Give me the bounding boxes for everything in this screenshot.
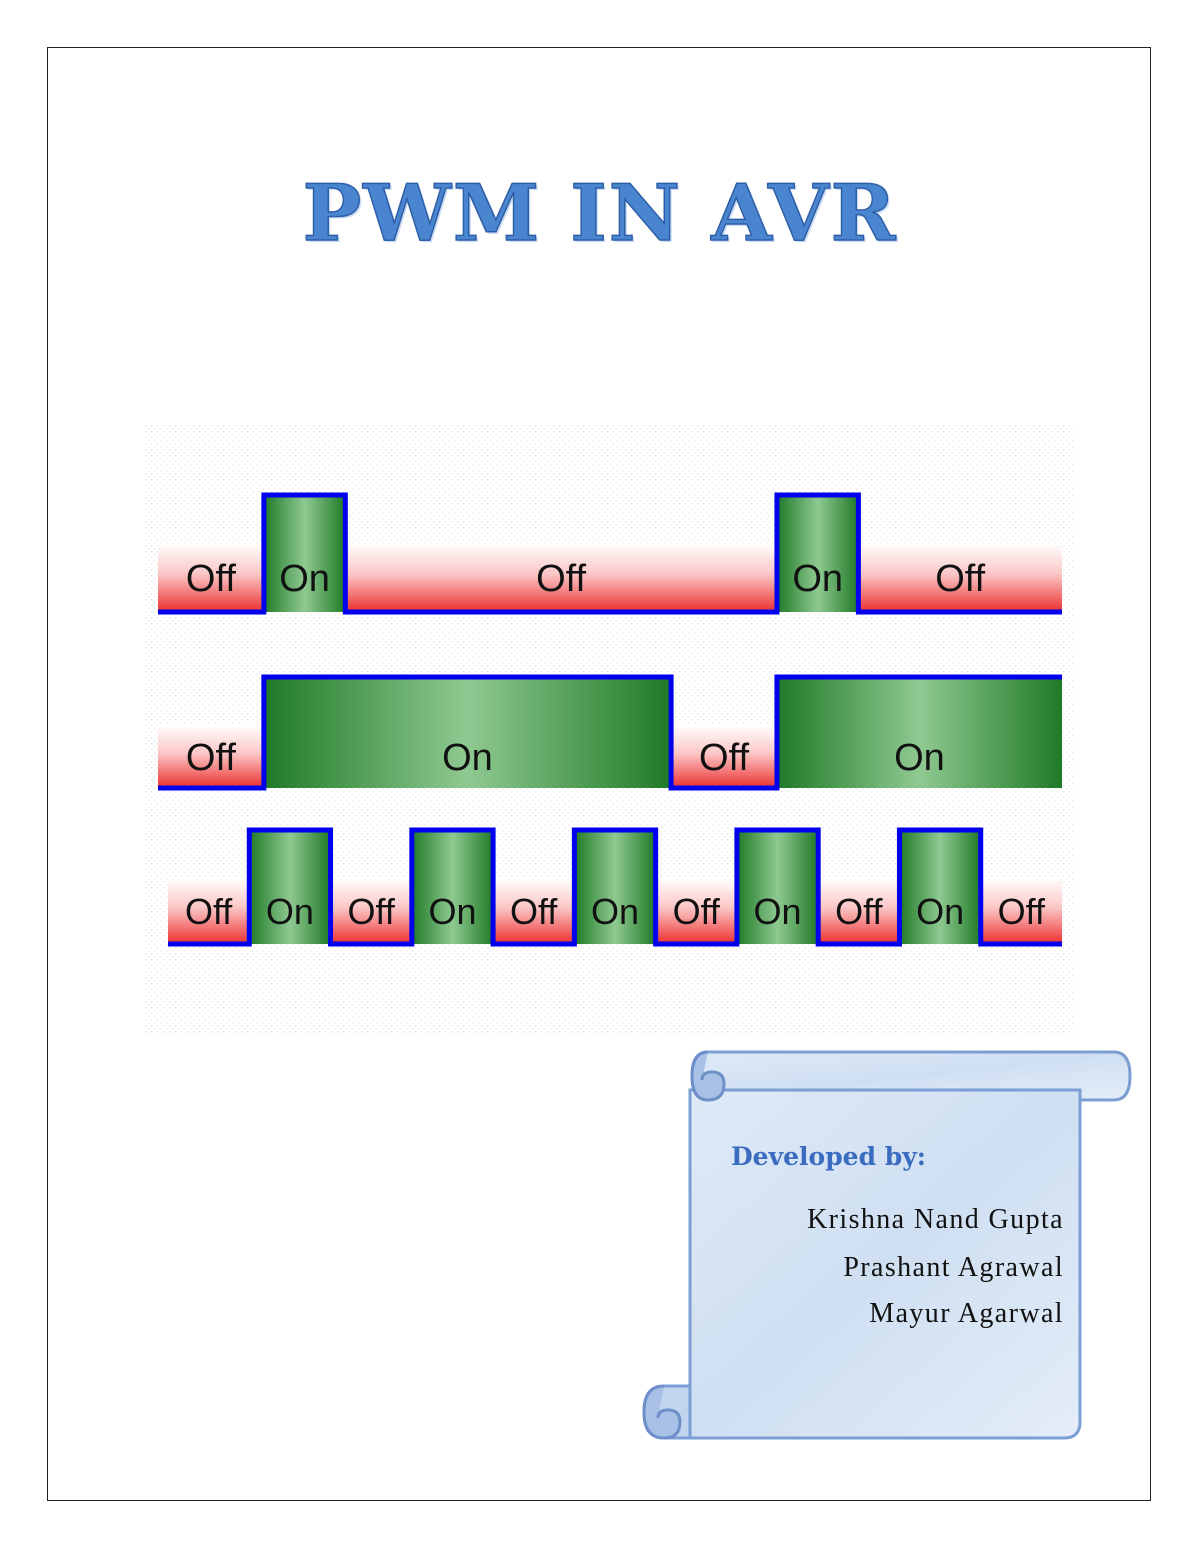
pwm-signal-line: [158, 674, 1062, 791]
pwm-on-segment: [736, 830, 819, 944]
pwm-on-segment: [411, 830, 494, 944]
pwm-off-segment: [158, 725, 264, 788]
pwm-segment-label: On: [916, 891, 964, 932]
pwm-off-segment: [655, 878, 737, 944]
pwm-segment-label: On: [442, 737, 493, 779]
pwm-signal-line: [168, 827, 1062, 947]
pwm-off-segment: [345, 543, 777, 612]
pwm-segment-label: Off: [935, 558, 985, 600]
pwm-segment-label: On: [894, 737, 945, 779]
pwm-signal-line: [158, 492, 1062, 615]
pwm-off-segment: [330, 878, 412, 944]
pwm-row: Off On Off On Off: [158, 492, 1062, 615]
pwm-segment-label: On: [792, 558, 843, 600]
pwm-on-segment: [776, 677, 1062, 788]
pwm-off-segment: [158, 543, 264, 612]
pwm-segment-label: Off: [185, 891, 233, 932]
pwm-off-segment: [858, 543, 1062, 612]
pwm-segment-label: Off: [510, 891, 558, 932]
pwm-off-segment: [980, 878, 1062, 944]
pwm-off-segment: [671, 725, 777, 788]
pwm-off-segment: [818, 878, 900, 944]
pwm-off-segment: [168, 878, 250, 944]
pwm-segment-label: Off: [998, 891, 1046, 932]
pwm-segment-label: Off: [699, 737, 749, 779]
pwm-segment-label: Off: [673, 891, 721, 932]
author-name: Prashant Agrawal: [843, 1252, 1064, 1283]
credits-scroll: Developed by: Krishna Nand Gupta Prashan…: [640, 1050, 1132, 1442]
pwm-on-segment: [263, 677, 672, 788]
pwm-segment-label: On: [591, 891, 639, 932]
pwm-segment-label: On: [266, 891, 314, 932]
pwm-on-segment: [574, 830, 656, 944]
pwm-segment-label: Off: [186, 558, 236, 600]
pwm-segment-label: On: [754, 891, 802, 932]
pwm-off-segment: [493, 878, 575, 944]
pwm-row: Off On Off On Off On Off On Off On Off: [168, 827, 1062, 947]
page-border: [47, 47, 1151, 1501]
pwm-segment-label: On: [279, 558, 330, 600]
pwm-on-segment: [249, 830, 331, 944]
pwm-segment-label: On: [428, 891, 476, 932]
pwm-on-segment: [776, 495, 859, 612]
scroll-shape: [642, 1050, 1132, 1440]
pwm-segment-label: Off: [835, 891, 883, 932]
author-name: Mayur Agarwal: [869, 1298, 1064, 1329]
pwm-segment-label: Off: [536, 558, 586, 600]
author-name: Krishna Nand Gupta: [807, 1204, 1064, 1235]
pwm-on-segment: [899, 830, 981, 944]
pwm-on-segment: [263, 495, 346, 612]
pwm-segment-label: Off: [348, 891, 396, 932]
pwm-row: Off On Off On: [158, 674, 1062, 791]
developed-by-label: Developed by:: [731, 1142, 926, 1171]
document-title: PWM IN AVR: [302, 167, 898, 260]
pwm-segment-label: Off: [186, 737, 236, 779]
